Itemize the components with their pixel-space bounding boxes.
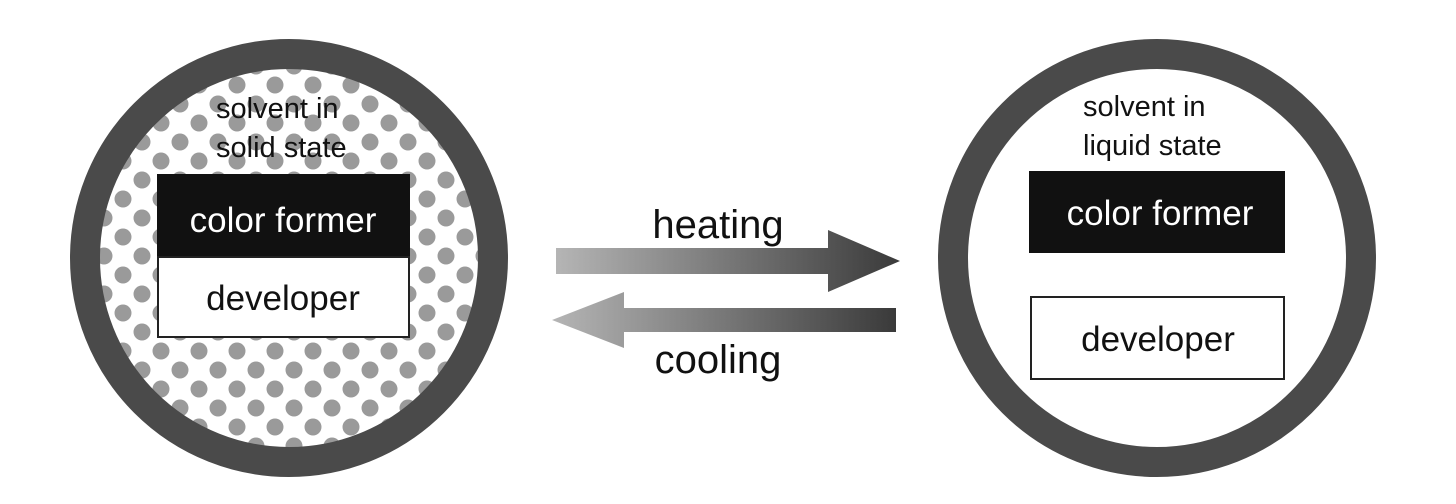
- right-color-former-block: [1029, 171, 1285, 253]
- right-state-label-line1: solvent in: [1083, 91, 1206, 123]
- left-capsule-shell: [70, 39, 508, 477]
- left-color-former-label: color former: [190, 201, 377, 240]
- left-developer-block: [157, 256, 410, 338]
- right-color-former-label: color former: [1067, 194, 1254, 233]
- heating-label: heating: [652, 203, 783, 247]
- heating-arrow: [556, 230, 900, 292]
- cooling-label: cooling: [655, 338, 782, 382]
- right-developer-label: developer: [1081, 320, 1235, 359]
- right-developer-block: [1030, 296, 1285, 380]
- transition-arrows: heating cooling: [552, 203, 900, 382]
- right-capsule: solvent in liquid state color former dev…: [938, 39, 1376, 477]
- left-state-label-line2: solid state: [216, 132, 347, 164]
- right-capsule-shell: [938, 39, 1376, 477]
- right-capsule-fill: [967, 68, 1347, 448]
- left-color-former-block: [157, 174, 410, 257]
- left-state-label-line1: solvent in: [216, 93, 339, 125]
- left-developer-label: developer: [206, 279, 360, 318]
- right-state-label-line2: liquid state: [1083, 130, 1222, 162]
- cooling-arrow: [552, 292, 896, 348]
- left-capsule: solvent in solid state color former deve…: [70, 39, 508, 477]
